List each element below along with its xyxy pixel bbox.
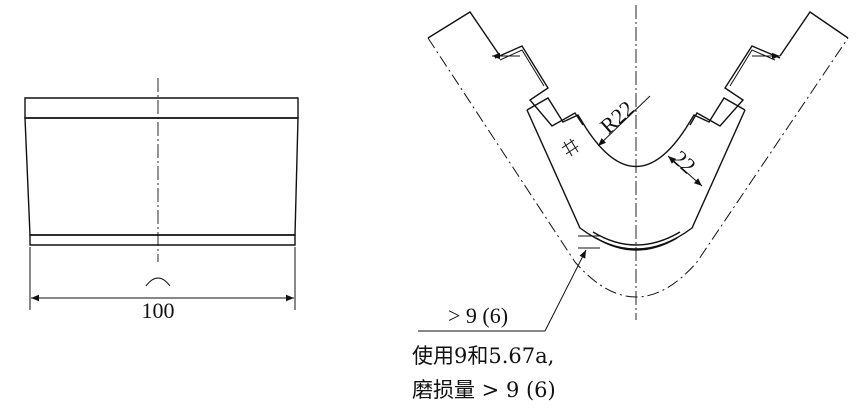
note-line-1: 使用9和5.67a, bbox=[412, 344, 555, 368]
right-retainer-inner bbox=[729, 49, 776, 87]
holder-left-arm bbox=[427, 11, 501, 57]
hatch-symbol bbox=[561, 138, 579, 157]
insert-left-pocket bbox=[526, 97, 587, 129]
left-bottom-band bbox=[29, 234, 296, 246]
wear-leader-line bbox=[544, 249, 587, 332]
thickness-dimension-line bbox=[667, 155, 703, 187]
wear-layer-upper bbox=[592, 231, 681, 246]
left-top-band bbox=[24, 97, 299, 119]
width-dimension-text: 100 bbox=[142, 298, 175, 323]
left-view: 100 bbox=[24, 78, 299, 323]
wear-layer-lower bbox=[595, 237, 678, 251]
inner-radius-curve bbox=[585, 127, 687, 167]
left-retainer bbox=[494, 45, 584, 127]
holder-right-arm bbox=[779, 11, 849, 57]
left-body bbox=[24, 117, 299, 236]
left-retainer-inner bbox=[499, 49, 545, 87]
arc-length-symbol bbox=[145, 277, 171, 287]
radius-dimension-text: R22 bbox=[595, 96, 639, 139]
note-line-2: 磨损量 > 9 (6) bbox=[412, 378, 556, 402]
thickness-dimension-text: 22 bbox=[668, 145, 701, 178]
right-view: R22 22 > 9 (6) bbox=[418, 5, 849, 332]
insert-outer-outline bbox=[526, 109, 746, 250]
right-retainer bbox=[689, 45, 781, 127]
outer-dashed-contour bbox=[427, 37, 849, 298]
radius-leader bbox=[597, 95, 651, 147]
callout-value-text: > 9 (6) bbox=[448, 303, 508, 328]
insert-right-pocket bbox=[685, 97, 746, 129]
